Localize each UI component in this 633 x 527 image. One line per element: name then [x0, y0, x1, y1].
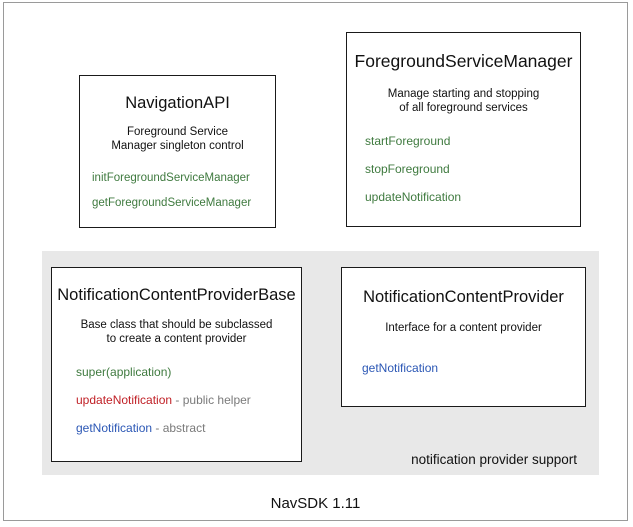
class-description-notificationcontentprovider: Interface for a content provider	[385, 322, 542, 334]
member-row[interactable]: getNotification - abstract	[76, 422, 301, 435]
class-description-navigationapi: Foreground Service Manager singleton con…	[111, 126, 244, 152]
member-row[interactable]: startForeground	[365, 135, 580, 148]
diagram-outer-frame: notification provider support Navigation…	[3, 2, 628, 521]
class-description-foregroundservicemanager: Manage starting and stopping of all fore…	[387, 88, 540, 114]
class-box-notificationcontentprovider[interactable]: NotificationContentProvider Interface fo…	[341, 267, 586, 407]
member-name: updateNotification	[76, 393, 173, 407]
member-name: initForegroundServiceManager	[92, 172, 250, 184]
member-list-notificationcontentprovider: getNotification	[342, 362, 585, 375]
member-note: - public helper	[172, 393, 251, 407]
group-panel-label: notification provider support	[411, 452, 577, 467]
member-name: super(application)	[76, 365, 172, 379]
member-list-foregroundservicemanager: startForeground stopForeground updateNot…	[347, 135, 580, 204]
class-title-navigationapi: NavigationAPI	[125, 94, 230, 112]
diagram-footer-caption: NavSDK 1.11	[270, 495, 361, 512]
member-row[interactable]: updateNotification - public helper	[76, 394, 301, 407]
member-name: getNotification	[362, 361, 439, 375]
member-note: - abstract	[152, 421, 206, 435]
member-list-navigationapi: initForegroundServiceManager getForegrou…	[80, 172, 275, 210]
member-name: getNotification	[76, 421, 153, 435]
member-name: startForeground	[365, 134, 451, 148]
member-name: stopForeground	[365, 162, 450, 176]
class-box-navigationapi[interactable]: NavigationAPI Foreground Service Manager…	[79, 75, 276, 228]
class-box-foregroundservicemanager[interactable]: ForegroundServiceManager Manage starting…	[346, 32, 581, 227]
class-title-notificationcontentproviderbase: NotificationContentProviderBase	[57, 286, 296, 304]
member-row[interactable]: stopForeground	[365, 163, 580, 176]
member-row[interactable]: initForegroundServiceManager	[92, 172, 275, 185]
member-list-notificationcontentproviderbase: super(application) updateNotification - …	[52, 366, 301, 435]
class-title-notificationcontentprovider: NotificationContentProvider	[363, 288, 564, 306]
class-title-foregroundservicemanager: ForegroundServiceManager	[354, 51, 573, 71]
class-description-notificationcontentproviderbase: Base class that should be subclassed to …	[80, 319, 273, 345]
member-row[interactable]: getForegroundServiceManager	[92, 197, 275, 210]
member-row[interactable]: super(application)	[76, 366, 301, 379]
member-row[interactable]: updateNotification	[365, 191, 580, 204]
member-row[interactable]: getNotification	[362, 362, 585, 375]
class-box-notificationcontentproviderbase[interactable]: NotificationContentProviderBase Base cla…	[51, 267, 302, 462]
member-name: getForegroundServiceManager	[92, 197, 252, 209]
member-name: updateNotification	[365, 190, 462, 204]
